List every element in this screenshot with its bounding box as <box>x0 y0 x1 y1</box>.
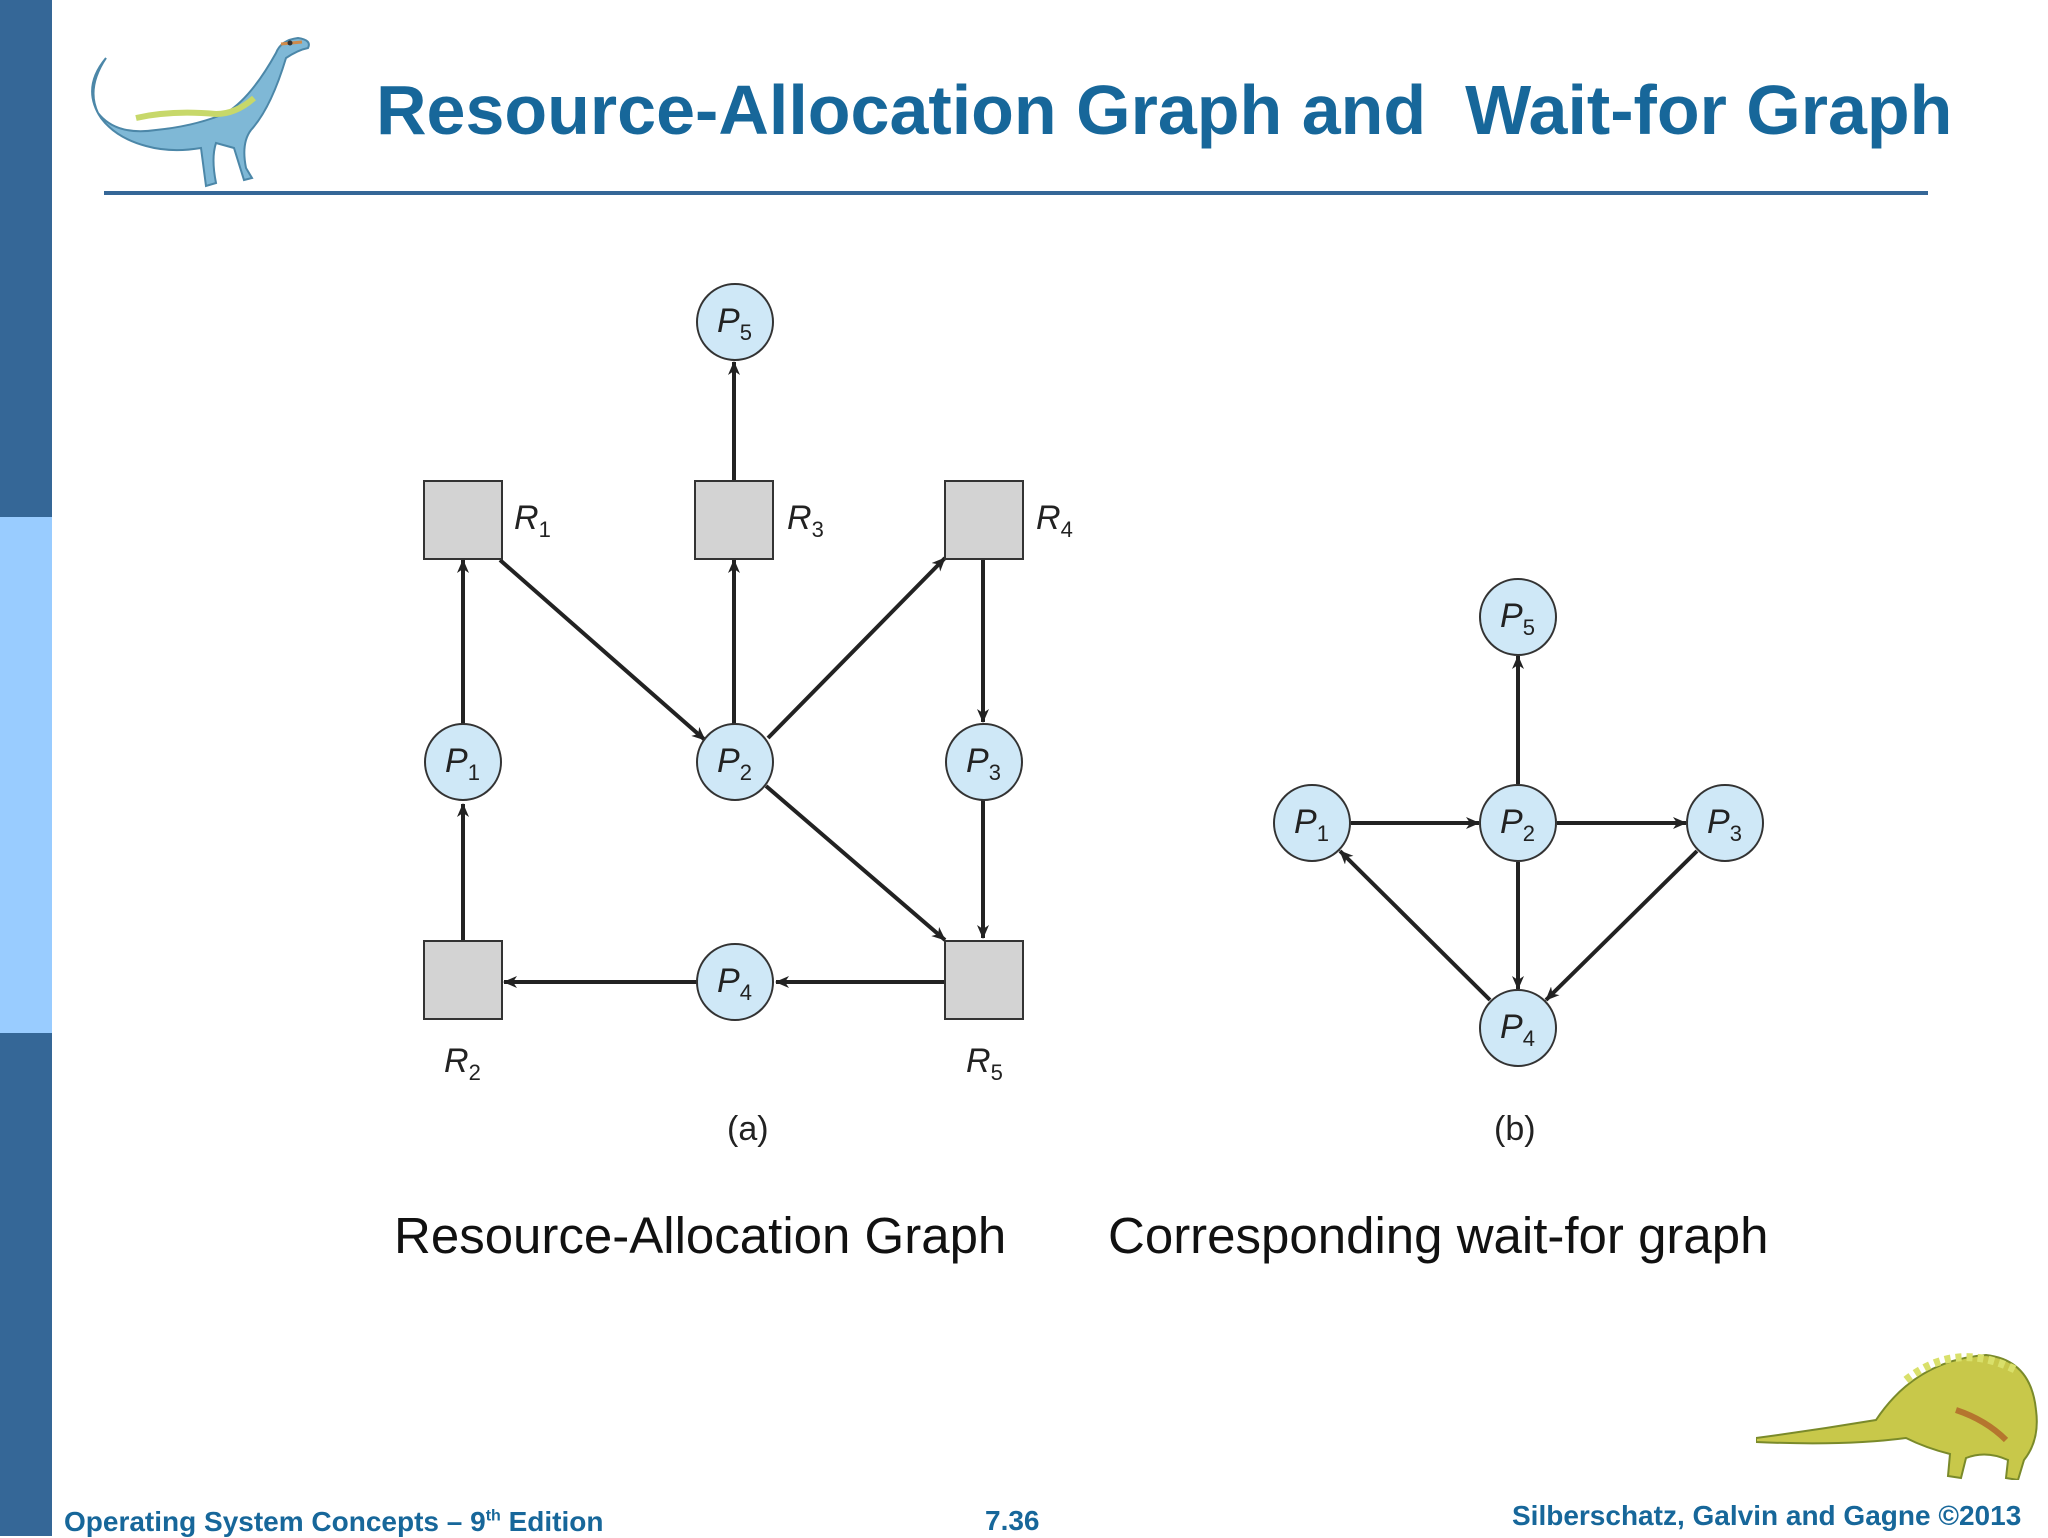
slide-title: Resource-Allocation Graph and Wait-for G… <box>376 71 1953 149</box>
sublabel-b: (b) <box>1494 1110 1536 1148</box>
footer-book: Operating System Concepts – 9 <box>64 1506 486 1537</box>
caption-resource-allocation: Resource-Allocation Graph <box>394 1207 1007 1264</box>
title-underline <box>104 191 1928 195</box>
wf-process-p2: P2 <box>1479 784 1557 862</box>
process-p1: P1 <box>424 723 502 801</box>
resource-r5 <box>944 940 1024 1020</box>
edge-p4-p1 <box>1338 849 1492 1002</box>
label-r4: R4 <box>1036 499 1073 542</box>
wf-process-p4: P4 <box>1479 989 1557 1067</box>
resource-r1 <box>423 480 503 560</box>
label-r2: R2 <box>444 1042 481 1085</box>
wf-process-p1: P1 <box>1273 784 1351 862</box>
footer-authors: Silberschatz, Galvin and Gagne ©2013 <box>1512 1500 2022 1531</box>
label-r1: R1 <box>514 499 551 542</box>
svg-text:P3: P3 <box>1707 803 1742 846</box>
edge-p2-r4 <box>766 556 947 740</box>
sublabel-a: (a) <box>727 1110 769 1148</box>
svg-text:P2: P2 <box>717 742 752 785</box>
process-p3: P3 <box>945 723 1023 801</box>
resource-allocation-graph: R1 R3 R4 R2 R5 P5 P1 P2 P3 P4 (a) <box>423 283 1073 1148</box>
svg-text:P1: P1 <box>445 742 480 785</box>
footer-edition-superscript: th <box>485 1507 501 1525</box>
sidebar-stripe-middle <box>0 517 52 1033</box>
sidebar-stripe-bottom <box>0 1033 52 1536</box>
label-r5: R5 <box>966 1042 1003 1085</box>
process-p2: P2 <box>696 723 774 801</box>
svg-text:P5: P5 <box>717 302 752 345</box>
edge-p3-p4 <box>1544 849 1699 1002</box>
svg-text:P4: P4 <box>1500 1008 1535 1051</box>
footer-edition-word: Edition <box>500 1506 604 1537</box>
wf-process-p5: P5 <box>1479 578 1557 656</box>
resource-r3 <box>694 480 774 560</box>
wait-for-graph: P5 P1 P2 P3 P4 (b) <box>1273 578 1764 1148</box>
resource-r4 <box>944 480 1024 560</box>
dinosaur-logo-bottom <box>1756 1353 2038 1480</box>
label-r3: R3 <box>787 499 824 542</box>
sidebar-stripe-top <box>0 0 52 517</box>
edge-p2-r5 <box>764 784 947 942</box>
process-p4: P4 <box>696 943 774 1021</box>
footer-book-title: Operating System Concepts – 9th Edition <box>64 1506 603 1538</box>
dinosaur-logo-top <box>91 36 310 188</box>
caption-wait-for: Corresponding wait-for graph <box>1108 1207 1769 1264</box>
process-p5: P5 <box>696 283 774 361</box>
svg-text:P1: P1 <box>1294 803 1329 846</box>
footer-page-number: 7.36 <box>985 1505 1040 1536</box>
edge-r1-p2 <box>498 558 707 742</box>
wf-process-p3: P3 <box>1686 784 1764 862</box>
resource-r2 <box>423 940 503 1020</box>
